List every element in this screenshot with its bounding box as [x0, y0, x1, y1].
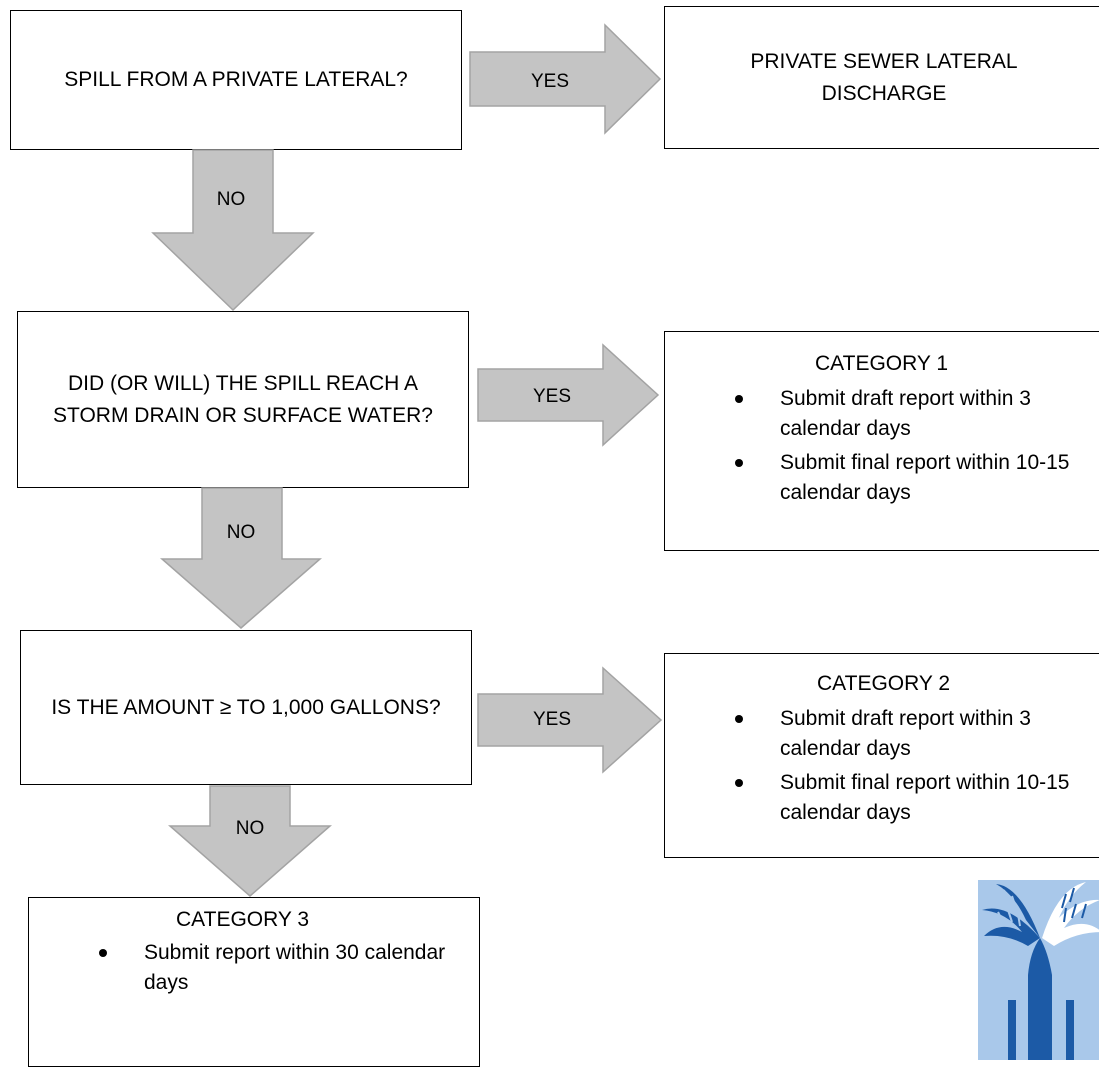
category-3-box: CATEGORY 3 Submit report within 30 calen…	[28, 897, 480, 1067]
palm-tree-logo-icon	[978, 880, 1099, 1060]
no-arrow-2	[160, 487, 322, 629]
category-3-title: CATEGORY 3	[176, 908, 310, 931]
question-amount-box: IS THE AMOUNT ≥ TO 1,000 GALLONS?	[20, 630, 472, 785]
result-private-sewer-text: PRIVATE SEWER LATERAL DISCHARGE	[750, 49, 1018, 105]
question-private-lateral-box: SPILL FROM A PRIVATE LATERAL?	[10, 10, 462, 150]
yes-arrow-2	[477, 343, 660, 447]
category-3-bullet-report: Submit report within 30 calendar days	[84, 938, 474, 998]
question-storm-drain-text: DID (OR WILL) THE SPILL REACH A STORM DR…	[53, 371, 433, 427]
yes-label-3: YES	[532, 709, 572, 730]
result-private-sewer-box: PRIVATE SEWER LATERAL DISCHARGE	[664, 6, 1099, 149]
no-arrow-3	[168, 785, 332, 897]
no-label-3: NO	[235, 818, 265, 839]
category-1-title: CATEGORY 1	[815, 352, 949, 375]
category-2-bullet-final: Submit final report within 10-15 calenda…	[720, 768, 1099, 828]
category-2-title: CATEGORY 2	[817, 672, 951, 695]
no-label-1: NO	[216, 189, 246, 210]
yes-label-2: YES	[532, 386, 572, 407]
category-1-list: Submit draft report within 3 calendar da…	[720, 384, 1099, 512]
question-private-lateral-text: SPILL FROM A PRIVATE LATERAL?	[64, 68, 408, 91]
category-2-bullet-draft: Submit draft report within 3 calendar da…	[720, 704, 1099, 764]
category-1-bullet-final: Submit final report within 10-15 calenda…	[720, 448, 1099, 508]
category-2-box: CATEGORY 2 Submit draft report within 3 …	[664, 653, 1099, 858]
question-storm-drain-box: DID (OR WILL) THE SPILL REACH A STORM DR…	[17, 311, 469, 488]
question-amount-text: IS THE AMOUNT ≥ TO 1,000 GALLONS?	[51, 695, 441, 719]
yes-arrow-3	[477, 666, 663, 774]
no-arrow-1	[151, 149, 315, 312]
category-2-list: Submit draft report within 3 calendar da…	[720, 704, 1099, 832]
yes-arrow-1	[469, 23, 662, 135]
no-label-2: NO	[226, 522, 256, 543]
category-1-bullet-draft: Submit draft report within 3 calendar da…	[720, 384, 1099, 444]
yes-label-1: YES	[530, 71, 570, 92]
category-1-box: CATEGORY 1 Submit draft report within 3 …	[664, 331, 1099, 551]
category-3-list: Submit report within 30 calendar days	[84, 938, 474, 1002]
